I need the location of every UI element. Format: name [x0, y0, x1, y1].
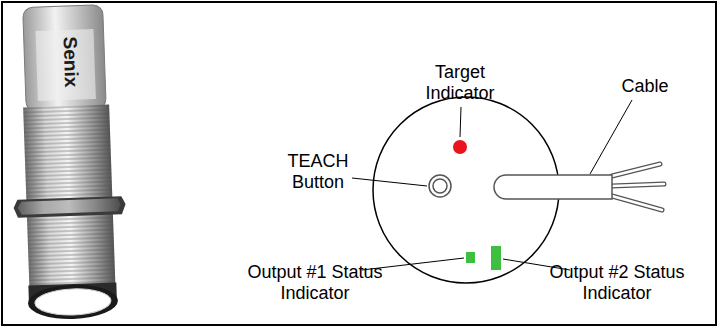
cable-symbol [494, 164, 664, 210]
leader-lines [352, 100, 632, 270]
part-label: Target Indicator [410, 62, 510, 104]
part-label: Output #1 Status Indicator [245, 262, 385, 304]
sensor-photo [7, 4, 130, 321]
teach-button-symbol [429, 175, 451, 197]
part-label: Cable [610, 76, 680, 97]
brand-name: Senix [58, 36, 82, 87]
part-label: Output #2 Status Indicator [547, 262, 687, 304]
target-led [453, 140, 467, 154]
output1-led [466, 252, 475, 263]
output2-led [491, 246, 501, 270]
part-label: TEACH Button [273, 151, 363, 193]
